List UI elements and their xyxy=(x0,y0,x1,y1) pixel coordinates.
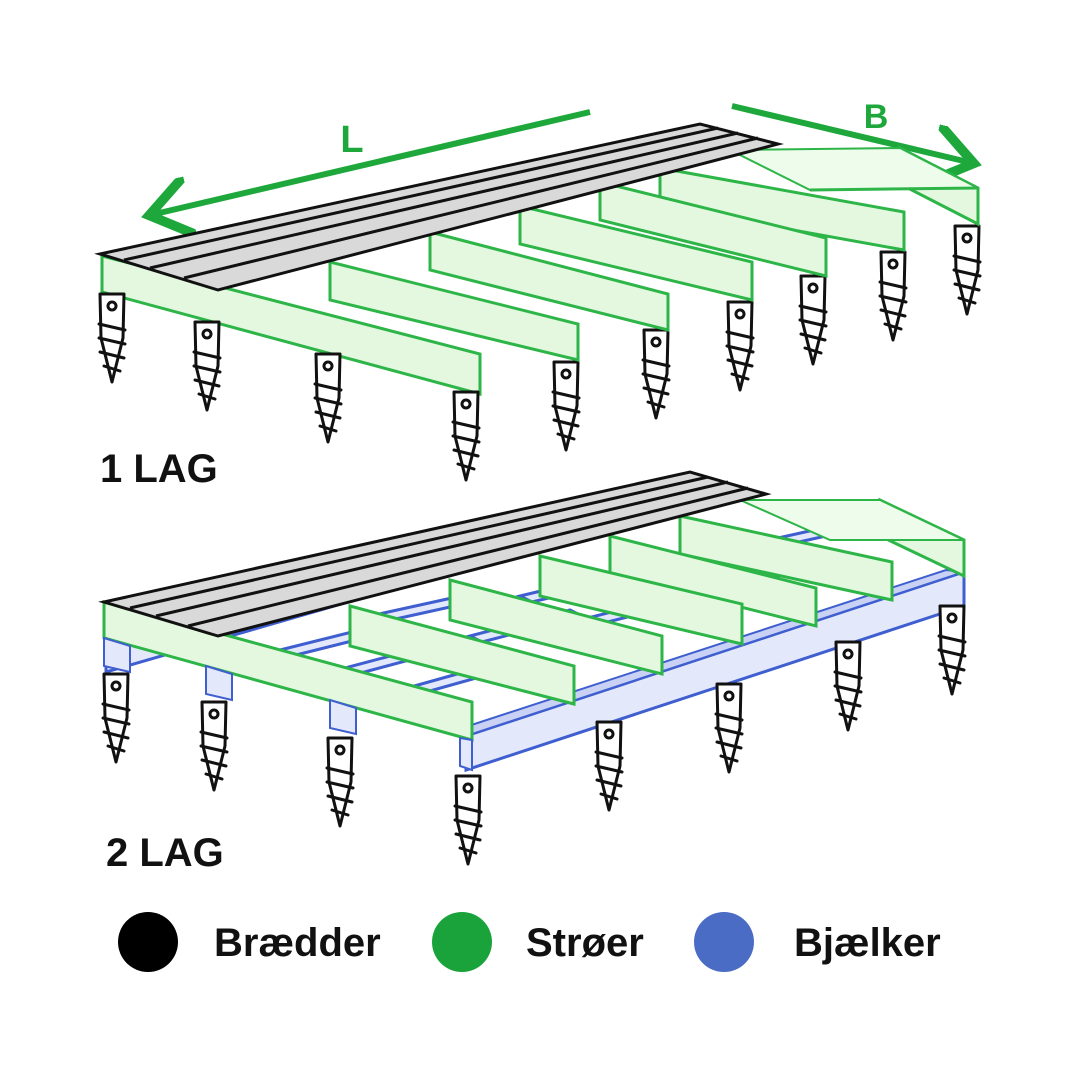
ground-screw xyxy=(878,250,908,342)
joist xyxy=(729,145,980,227)
joist xyxy=(328,260,580,362)
joist xyxy=(538,554,744,646)
ground-screw xyxy=(101,672,131,764)
layer-2-diagram: 2 LAG xyxy=(98,470,967,875)
joist xyxy=(518,204,754,302)
ground-screw xyxy=(798,274,828,366)
width-label: B xyxy=(864,98,889,136)
legend-item-joists: Strøer xyxy=(432,912,644,972)
ground-screw xyxy=(641,328,671,420)
joist xyxy=(448,578,664,676)
ground-screw xyxy=(453,774,483,866)
ground-screw xyxy=(551,360,581,452)
joist xyxy=(428,230,670,332)
ground-screw xyxy=(937,604,967,696)
ground-screw xyxy=(833,640,863,732)
joist xyxy=(348,604,576,706)
ground-screw xyxy=(199,700,229,792)
ground-screw xyxy=(313,352,343,444)
legend-item-boards: Brædder xyxy=(118,912,381,972)
legend-label-boards: Brædder xyxy=(214,921,381,965)
legend-label-beams: Bjælker xyxy=(794,921,941,965)
legend: Brædder Strøer Bjælker xyxy=(118,912,941,972)
ground-screw xyxy=(97,292,127,384)
legend-swatch-boards xyxy=(118,912,178,972)
legend-item-beams: Bjælker xyxy=(694,912,941,972)
joist xyxy=(598,180,828,278)
joist xyxy=(658,166,906,252)
layer-1-label: 1 LAG xyxy=(100,447,218,491)
ground-screw xyxy=(325,736,355,828)
joist xyxy=(678,514,894,602)
legend-swatch-joists xyxy=(432,912,492,972)
ground-screw xyxy=(952,224,982,316)
ground-screw xyxy=(725,300,755,392)
ground-screw xyxy=(451,390,481,482)
joist xyxy=(608,534,818,628)
layer-1-diagram: L B xyxy=(94,98,982,491)
legend-label-joists: Strøer xyxy=(526,921,644,965)
joist xyxy=(739,497,966,579)
boards xyxy=(98,470,772,638)
boards xyxy=(94,122,784,292)
layer-2-label: 2 LAG xyxy=(106,831,224,875)
ground-screw xyxy=(192,320,222,412)
width-arrow xyxy=(731,103,968,162)
ground-screw xyxy=(594,720,624,812)
length-label: L xyxy=(340,119,363,161)
ground-screw xyxy=(714,682,744,774)
joist xyxy=(100,254,482,396)
beam xyxy=(103,636,473,772)
length-arrow xyxy=(155,109,591,214)
legend-swatch-beams xyxy=(694,912,754,972)
